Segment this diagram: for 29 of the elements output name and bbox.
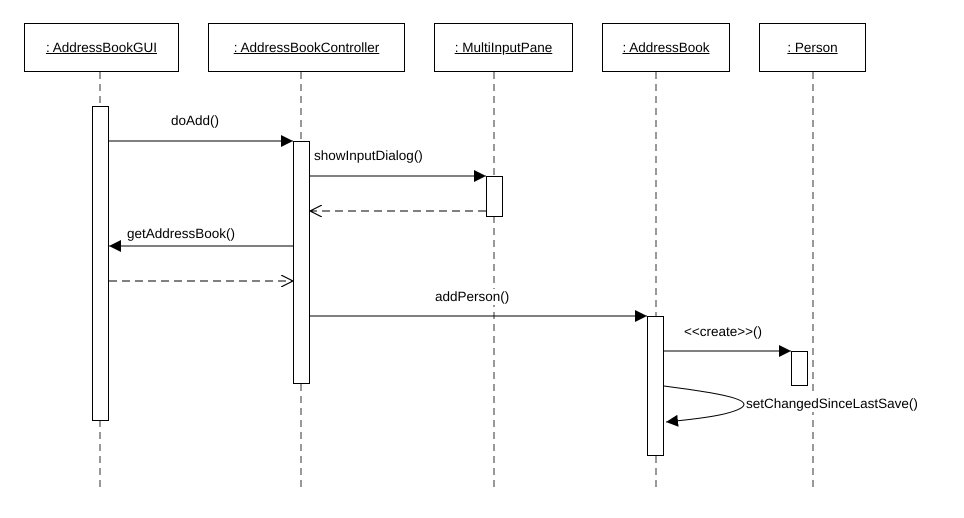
message-arrow: [310, 170, 486, 182]
lifeline-head: [208, 23, 405, 72]
lifeline-head: [24, 23, 179, 72]
message-label: <<create>>(): [683, 324, 764, 340]
lifeline-head: [759, 23, 866, 72]
activation-bar: [486, 176, 503, 217]
message-arrow: [664, 345, 792, 357]
object-name: : MultiInputPane: [454, 40, 552, 55]
self-message-arrow: [664, 386, 744, 427]
object-name: : AddressBookGUI: [46, 40, 158, 55]
object-name: : AddressBook: [622, 40, 710, 55]
activation-bar: [92, 106, 109, 421]
message-arrow: [310, 310, 648, 322]
lifeline-head: [602, 23, 730, 72]
return-arrow: [108, 274, 294, 288]
activation-bar: [293, 141, 310, 384]
message-arrow: [108, 240, 294, 252]
message-label: doAdd(): [170, 113, 220, 129]
object-name: : AddressBookController: [234, 40, 380, 55]
message-arrow: [108, 135, 294, 147]
message-label: showInputDialog(): [313, 148, 424, 164]
activation-bar: [791, 351, 808, 386]
object-name: : Person: [787, 40, 838, 55]
lifeline-head: [434, 23, 573, 72]
activation-bar: [647, 316, 664, 456]
message-label: addPerson(): [434, 289, 510, 305]
return-arrow: [309, 204, 486, 218]
message-label: setChangedSinceLastSave(): [745, 396, 919, 412]
message-label: getAddressBook(): [126, 226, 236, 242]
